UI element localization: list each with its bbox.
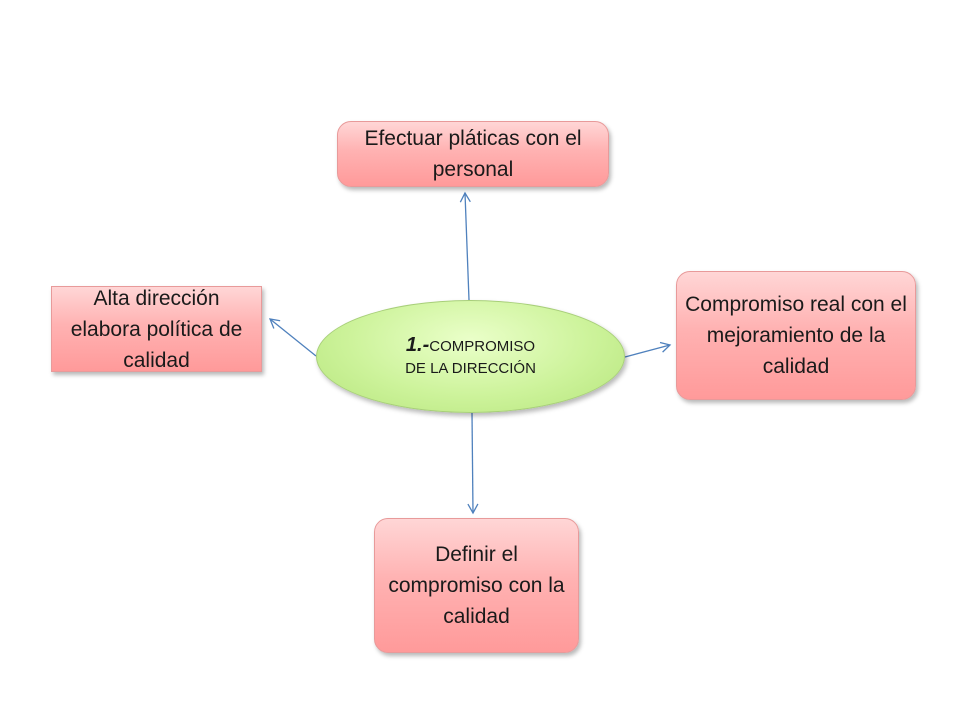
connector-to-top [459,191,471,301]
connector-to-bottom [467,412,479,515]
node-definir-compromiso: Definir el compromiso con la calidad [374,518,579,653]
central-node-number: 1.- [405,333,430,356]
node-right-text: Compromiso real con el mejoramiento de l… [685,293,907,378]
central-node-line1: 1.-COMPROMISO [405,334,536,358]
node-bottom-text: Definir el compromiso con la calidad [388,543,565,628]
node-compromiso-real: Compromiso real con el mejoramiento de l… [676,271,916,400]
central-node-title-line2: DE LA DIRECCIÓN [405,359,536,377]
connector-to-right [624,341,672,358]
node-efectuar-platicas: Efectuar pláticas con el personal [337,121,609,187]
node-top-text: Efectuar pláticas con el personal [364,127,582,181]
central-node-compromiso-direccion: 1.-COMPROMISO DE LA DIRECCIÓN [316,300,625,413]
connector-to-left [268,318,317,357]
central-node-title-line1: COMPROMISO [429,337,536,355]
node-left-text: Alta dirección elabora política de calid… [70,286,243,372]
node-alta-direccion: Alta dirección elabora política de calid… [51,286,262,372]
